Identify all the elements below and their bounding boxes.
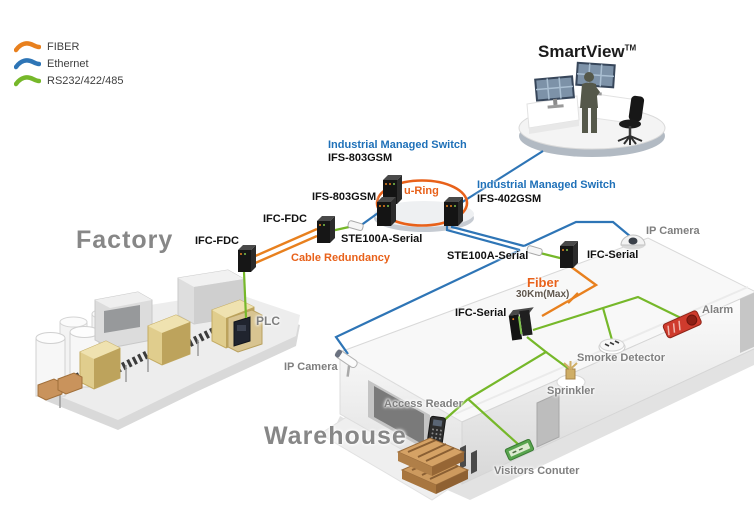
ip-camera-dome bbox=[620, 234, 646, 250]
fiber-lines bbox=[252, 227, 599, 318]
control-desks bbox=[526, 93, 639, 134]
ifc-serial-top-device bbox=[560, 241, 578, 268]
ifc-serial-mid-device bbox=[508, 307, 534, 341]
ip-camera-bullet bbox=[334, 349, 358, 377]
warehouse-building bbox=[319, 237, 754, 501]
alarm-device bbox=[662, 310, 702, 339]
ste100a-device-factory bbox=[347, 220, 364, 231]
cable-redundancy-label: Cable Redundancy bbox=[291, 252, 391, 264]
smartview-title: SmartViewTM bbox=[538, 42, 636, 62]
ifc-fdc-lower-label: IFC-FDC bbox=[195, 235, 239, 247]
legend-label-fiber: FIBER bbox=[47, 40, 80, 53]
factory-scene bbox=[35, 269, 300, 430]
legend-item-fiber: FIBER bbox=[14, 38, 123, 55]
smoke-detector-label: Smorke Detector bbox=[577, 352, 666, 364]
visitors-counter-label: Visitors Conuter bbox=[494, 465, 580, 477]
fiber-label: Fiber bbox=[527, 275, 559, 290]
legend-item-rs232: RS232/422/485 bbox=[14, 72, 123, 89]
alarm-label: Alarm bbox=[702, 304, 734, 316]
rs232-line-icon bbox=[14, 75, 41, 87]
ste100a-warehouse-label: STE100A-Serial bbox=[447, 250, 529, 262]
smartview-trademark: TM bbox=[624, 43, 637, 53]
ifc-serial-top-label: IFC-Serial bbox=[587, 249, 639, 261]
fiber-line-icon bbox=[14, 41, 41, 53]
operator-person bbox=[580, 72, 600, 133]
office-chair bbox=[617, 95, 645, 145]
sprinkler-label: Sprinkler bbox=[547, 385, 595, 397]
plc-device bbox=[227, 309, 263, 353]
plc-label: PLC bbox=[256, 314, 280, 328]
switch-top-title: Industrial Managed Switch bbox=[328, 139, 467, 151]
ifc-serial-mid-label: IFC-Serial bbox=[455, 307, 507, 319]
factory-machine-station bbox=[94, 291, 153, 349]
serial-lines bbox=[242, 225, 686, 446]
smartview-title-text: SmartView bbox=[538, 42, 625, 61]
ip-camera-top-label: IP Camera bbox=[646, 225, 700, 237]
ethernet-line-icon bbox=[14, 58, 41, 70]
ifc-fdc-upper-device bbox=[317, 216, 335, 243]
switch-top-model: IFS-803GSM bbox=[328, 152, 393, 164]
smoke-detector-device bbox=[598, 338, 626, 355]
legend-label-ethernet: Ethernet bbox=[47, 57, 89, 70]
ethernet-lines bbox=[334, 150, 632, 355]
monitor-left bbox=[534, 75, 575, 109]
ip-camera-left-label: IP Camera bbox=[284, 361, 338, 373]
factory-area-label: Factory bbox=[76, 226, 174, 254]
ifc-fdc-upper-label: IFC-FDC bbox=[263, 213, 307, 225]
legend-item-ethernet: Ethernet bbox=[14, 55, 123, 72]
access-reader-label: Access Reader bbox=[384, 398, 463, 410]
switch-ifs402gsm bbox=[444, 197, 463, 226]
smartview-scene bbox=[518, 61, 666, 157]
switch-ifs803gsm-left bbox=[377, 197, 396, 226]
access-reader-device bbox=[426, 415, 446, 446]
switch-left-model: IFS-803GSM bbox=[312, 191, 377, 203]
wooden-pallets bbox=[396, 437, 470, 494]
ste100a-device-warehouse bbox=[526, 245, 543, 256]
fiber-distance-label: 30Km(Max) bbox=[516, 289, 570, 300]
legend: FIBER Ethernet RS232/422/485 bbox=[14, 38, 123, 89]
warehouse-area-label: Warehouse bbox=[264, 422, 407, 450]
ste100a-factory-label: STE100A-Serial bbox=[341, 233, 423, 245]
switch-right-title: Industrial Managed Switch bbox=[477, 179, 616, 191]
visitors-counter-device bbox=[504, 438, 535, 461]
u-ring-label: u-Ring bbox=[404, 185, 439, 197]
ifc-fdc-lower-device bbox=[238, 245, 256, 272]
switch-right-model: IFS-402GSM bbox=[477, 193, 542, 205]
sprinkler-device bbox=[556, 361, 586, 390]
legend-label-rs232: RS232/422/485 bbox=[47, 74, 124, 87]
